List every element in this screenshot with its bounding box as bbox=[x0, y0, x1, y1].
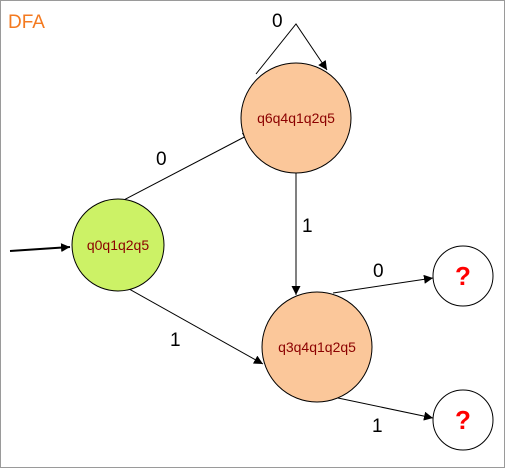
edge-label-start-to-bottom: 1 bbox=[170, 330, 181, 351]
state-unknown-1-circle bbox=[432, 245, 494, 307]
state-top-label: q6q4q1q2q5 bbox=[257, 110, 335, 126]
diagram-title: DFA bbox=[8, 12, 45, 33]
state-top: q6q4q1q2q5 bbox=[240, 62, 352, 174]
state-unknown-2-label: ? bbox=[455, 405, 471, 435]
start-arrow bbox=[9, 243, 71, 253]
state-bottom-label: q3q4q1q2q5 bbox=[278, 339, 356, 355]
state-top-circle bbox=[240, 62, 352, 174]
state-unknown-2-circle bbox=[432, 389, 494, 451]
edge-start-to-top bbox=[117, 132, 253, 204]
state-start-label: q0q1q2q5 bbox=[87, 237, 150, 253]
state-bottom-circle bbox=[261, 291, 373, 403]
state-unknown-1: ? bbox=[432, 245, 494, 307]
state-unknown-2: ? bbox=[432, 389, 494, 451]
edge-label-top-to-bottom: 1 bbox=[302, 216, 313, 237]
edge-label-top-self-loop: 0 bbox=[272, 11, 283, 32]
edge-bottom-to-unknown-2 bbox=[337, 397, 434, 421]
edge-label-bottom-to-unknown-2: 1 bbox=[372, 416, 383, 437]
state-bottom: q3q4q1q2q5 bbox=[261, 291, 373, 403]
edge-top-self-loop bbox=[255, 23, 328, 75]
state-start-circle bbox=[71, 198, 165, 292]
edge-start-to-bottom bbox=[121, 284, 264, 365]
edge-label-bottom-to-unknown-1: 0 bbox=[373, 261, 384, 282]
edge-label-start-to-top: 0 bbox=[156, 149, 167, 170]
state-start: q0q1q2q5 bbox=[71, 198, 165, 292]
state-unknown-1-label: ? bbox=[455, 261, 471, 291]
edge-bottom-to-unknown-1 bbox=[332, 274, 434, 294]
